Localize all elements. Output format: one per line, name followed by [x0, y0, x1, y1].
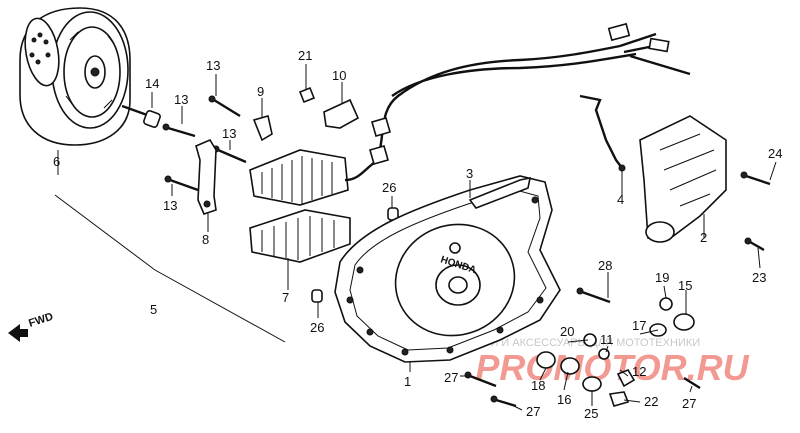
leader-lines: [57, 64, 777, 411]
sprocket-cover: [639, 115, 727, 243]
clamp-9: [252, 114, 273, 142]
callout-24: 24: [768, 146, 782, 161]
wire-harness: [369, 22, 691, 165]
callout-27a: 27: [444, 370, 458, 385]
stator: [249, 149, 379, 263]
callout-26b: 26: [310, 320, 324, 335]
bolt-23: [744, 237, 765, 252]
callout-17: 17: [632, 318, 646, 333]
callout-9: 9: [257, 84, 264, 99]
callout-10: 10: [332, 68, 346, 83]
watermark-brand-ru: .RU: [687, 347, 750, 388]
plate-10: [323, 98, 360, 129]
watermark-caption: ЗАПЧАСТИ И АКСЕССУАРЫ ДЛЯ МОТОТЕХНИКИ: [440, 337, 700, 349]
callout-2: 2: [700, 230, 707, 245]
bolt-24: [740, 171, 771, 186]
callout-13a: 13: [206, 58, 220, 73]
callout-26a: 26: [382, 180, 396, 195]
callout-1: 1: [404, 374, 411, 389]
bolts-13: [162, 95, 247, 192]
bolts-27: [464, 371, 517, 408]
callout-7: 7: [282, 290, 289, 305]
fwd-arrow: FWD: [8, 311, 55, 342]
group-bracket-5: [54, 194, 286, 343]
callout-21: 21: [298, 48, 312, 63]
callout-18: 18: [531, 378, 545, 393]
callout-16: 16: [557, 392, 571, 407]
flywheel-rotor: [19, 7, 131, 146]
callout-25: 25: [584, 406, 598, 421]
callout-27c: 27: [682, 396, 696, 411]
rotor-bolt: [121, 104, 161, 128]
callout-19: 19: [655, 270, 669, 285]
callout-6: 6: [53, 154, 60, 169]
callout-20: 20: [560, 324, 574, 339]
dowels-26: [311, 207, 399, 303]
callout-27b: 27: [526, 404, 540, 419]
shift-wire: [579, 94, 626, 172]
pulser-bracket: [195, 138, 217, 215]
bolt-21: [298, 86, 316, 104]
callout-12: 12: [632, 364, 646, 379]
callout-23: 23: [752, 270, 766, 285]
svg-text:PROMOTOR.RU: PROMOTOR.RU: [475, 347, 749, 388]
callout-11: 11: [600, 332, 614, 347]
cover-gasket: [468, 176, 532, 209]
callout-3: 3: [466, 166, 473, 181]
callout-5: 5: [150, 302, 157, 317]
callout-15: 15: [678, 278, 692, 293]
callout-28: 28: [598, 258, 612, 273]
callout-13d: 13: [163, 198, 177, 213]
crankcase-cover: HONDA: [334, 175, 561, 363]
callout-13b: 13: [174, 92, 188, 107]
callout-14: 14: [145, 76, 159, 91]
callout-13c: 13: [222, 126, 236, 141]
fwd-label: FWD: [27, 311, 55, 330]
callout-4: 4: [617, 192, 624, 207]
fasteners-right: [536, 287, 701, 407]
callout-22: 22: [644, 394, 658, 409]
callout-labels: 1 2 3 4 5 6 7 8 9 10 11 12 13 13 13 13 1…: [53, 48, 782, 421]
callout-8: 8: [202, 232, 209, 247]
